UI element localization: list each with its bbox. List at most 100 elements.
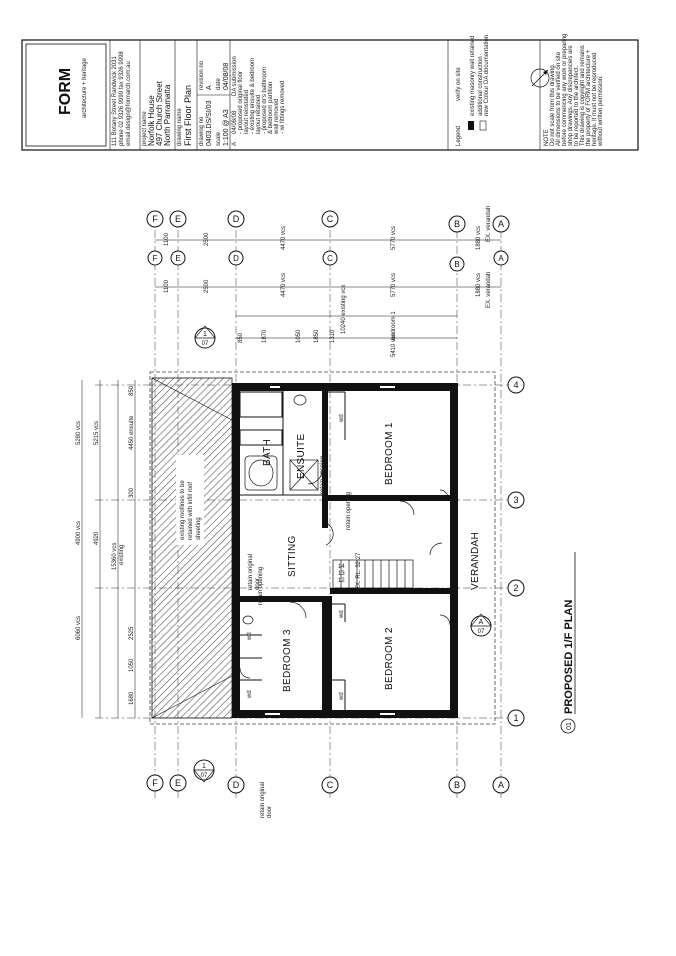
stair-num-13: 13: [338, 571, 345, 577]
stair-num-14: 14: [338, 564, 345, 570]
section-marker-1b-num: 1: [202, 763, 206, 770]
dim-left-6060: 6060 vcs: [76, 616, 82, 640]
dim-bed-1870: 1870: [262, 329, 268, 343]
dim-top-4470: 4470 vcs: [281, 226, 287, 250]
ex-rl: EX. RL. 32.27: [356, 552, 362, 590]
dim-left-4900: 4900 vcs: [76, 521, 82, 545]
north-arrow-icon: [530, 68, 550, 88]
wardrobe-label-1: wd: [339, 414, 345, 423]
title-block: FORM architecture + heritage 111 Botany …: [21, 34, 639, 151]
legend-item-0: existing masonry wall retained: [470, 36, 476, 116]
grid-bubble-e-top: E: [175, 214, 181, 224]
scale-value: 1:100 @ A3: [223, 109, 230, 146]
dim-top-2500: 2500: [204, 232, 210, 246]
stair: [332, 559, 414, 589]
grid-bubbles-top: F E D C B A: [146, 210, 510, 233]
grid-bubble-e-2: E: [175, 254, 180, 263]
project-line-1: Norfolk House: [147, 95, 156, 146]
verandah-outline: [149, 371, 496, 725]
dims-top: 1100 2500 4470 vcs 5770 vcs 1880 vcs EX.…: [155, 206, 501, 357]
grid-bubble-b-2: B: [454, 260, 459, 269]
room-label-bath: BATH: [262, 439, 273, 466]
dim-inner-4470: 4470 vcs: [281, 273, 287, 297]
dim-top-ex-verandah: EX. verandah: [486, 206, 492, 242]
dim-bed-label: bedroom 1: [391, 311, 397, 340]
door-swings: [239, 469, 451, 679]
rev-entry-desc-3: - existing ensuite & bedroom: [250, 58, 256, 134]
grid-bubble-4: 4: [513, 380, 518, 390]
date-label: date: [216, 78, 222, 90]
retain-opening-2: retain opening: [346, 492, 352, 530]
dim-bed-1050: 1050: [296, 329, 302, 343]
bath-fixtures: [242, 394, 319, 625]
drawing-name-label: drawing name: [177, 108, 183, 146]
legend-item-1: additional construction: [478, 56, 484, 116]
company-line-3: email design@formarch.com.au: [126, 61, 132, 146]
room-label-bedroom1: BEDROOM 1: [384, 422, 395, 485]
partitions: [239, 391, 346, 710]
grid-bubble-2: 2: [513, 583, 518, 593]
dim-inner-1100: 1100: [164, 279, 170, 293]
section-marker-1b-ref: 07: [201, 773, 208, 779]
rev-entry-desc-7: wall removed: [274, 99, 280, 135]
grid-bubble-f-bottom: F: [152, 778, 158, 788]
wardrobe-label-3: wd: [339, 692, 345, 701]
dim-left-2525: 2525: [129, 626, 135, 640]
rev-entry-desc-8: - wi fittings removed: [280, 81, 286, 134]
note-line-6: the property of FORM architecture +: [586, 49, 592, 146]
legend-verify: verify on site: [456, 67, 462, 101]
dim-left-1680: 1680: [129, 691, 135, 705]
dim-bed-850: 850: [238, 332, 244, 343]
note-line-5: This drawing is copyright and remains: [580, 45, 586, 146]
roof-hatched-area: [151, 377, 233, 719]
logo-subtitle: architecture + heritage: [82, 57, 88, 118]
grid-bubble-c-2: C: [327, 254, 333, 263]
project-line-3: North Parramatta: [163, 84, 172, 146]
revision-label: revision no: [199, 60, 205, 90]
note-line-0: Do not scale from this drawing.: [550, 63, 556, 146]
company-line-2: phone 02 9326 9999 fax 9326 9998: [119, 51, 125, 146]
roof-note-1: existing rooflines to be: [180, 480, 186, 540]
logo-box: [25, 43, 107, 147]
grid-bubbles-bottom: F E D C B A: [146, 774, 510, 794]
plan-title: 01 PROPOSED 1/F PLAN: [560, 552, 576, 734]
drawing-name: First Floor Plan: [183, 85, 193, 146]
dim-existing-10240: 10240 existing vcs: [341, 285, 347, 334]
company-line-1: 111 Botany Street Randwick 2031: [112, 56, 118, 146]
grid-bubble-1: 1: [513, 713, 518, 723]
grid-bubble-d-2: D: [233, 254, 239, 263]
room-label-ensuite: ENSUITE: [296, 434, 307, 479]
dim-inner-ex-verandah: EX. verandah: [486, 272, 492, 308]
retain-opening-3: retain opening: [258, 567, 264, 605]
wardrobe-label-2: wd: [339, 610, 345, 619]
dim-top-1880: 1880 vcs: [476, 226, 482, 250]
grid-bubble-d-bottom: D: [233, 780, 240, 790]
grid-bubble-a-top: A: [498, 219, 504, 229]
grid-bubble-b-top: B: [454, 219, 460, 229]
grid-bubble-d-top: D: [233, 214, 240, 224]
drawing-no-label: drawing no: [199, 116, 205, 146]
note-line-7: heritage. It must not be reproduced: [592, 53, 598, 146]
revision-value: A: [206, 85, 213, 90]
note-line-1: All dimensions to be verified on site: [556, 51, 562, 146]
note-line-4: to be reported to the architect.: [574, 66, 580, 146]
dim-bed-1310: 1310: [330, 329, 336, 343]
rev-entry-desc-5: - proposed dr's bathroom: [262, 67, 268, 134]
section-marker-1-num: 1: [203, 331, 207, 338]
legend-item-2: new Colour DA documentation: [484, 35, 490, 116]
grid-bubbles-numbers: 1 2 3 4: [507, 376, 525, 727]
grid-bubbles-second: F E D C B A: [147, 250, 509, 272]
note-label: NOTE: [544, 129, 550, 146]
room-label-sitting: SITTING: [287, 535, 298, 577]
room-label-bedroom3: BEDROOM 3: [282, 629, 293, 692]
grid-bubble-e-bottom: E: [175, 778, 181, 788]
rev-entry-date: 04/08/08: [232, 110, 238, 134]
section-marker-1-ref: 07: [202, 341, 209, 347]
dim-left-15360: 15360 vcs: [112, 543, 118, 570]
masonry-walls: [232, 383, 458, 718]
rev-entry-desc-1: - proposed original floor: [238, 71, 244, 134]
dim-top-5770: 5770 vcs: [391, 226, 397, 250]
dim-left-1050: 1050: [129, 658, 135, 672]
dim-inner-2500: 2500: [204, 279, 210, 293]
